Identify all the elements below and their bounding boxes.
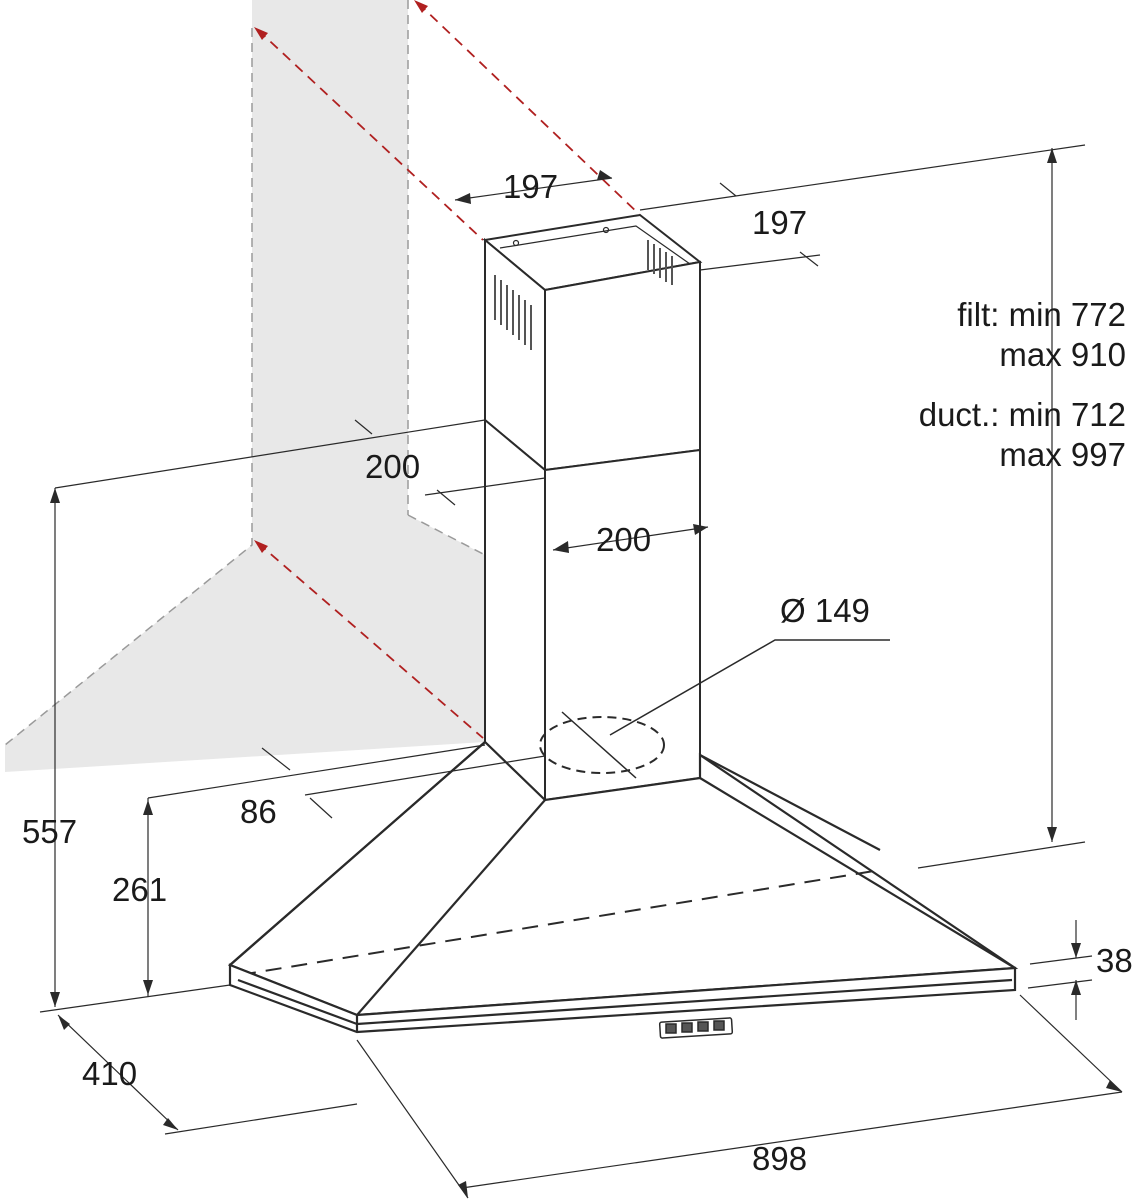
label-chimney-top-width: 197 bbox=[503, 168, 559, 205]
outlet-diameter-line bbox=[561, 711, 637, 779]
outlet-ellipse bbox=[539, 716, 665, 774]
label-chimney-lower-width: 200 bbox=[596, 521, 652, 558]
height-note-filter-line2: max 910 bbox=[999, 336, 1126, 374]
chimney-upper bbox=[482, 213, 703, 473]
dimension-lines bbox=[39, 144, 1123, 1199]
dimension-arrows bbox=[50, 148, 1122, 1198]
wall-background bbox=[5, 0, 485, 772]
control-panel bbox=[658, 1017, 734, 1039]
label-chimney-top-depth: 197 bbox=[752, 204, 808, 241]
height-note-duct: duct.: min 712 max 997 bbox=[919, 395, 1126, 476]
label-chimney-lower-depth: 200 bbox=[365, 448, 421, 485]
label-canopy-height: 261 bbox=[112, 871, 168, 908]
chimney-top-opening bbox=[499, 225, 691, 265]
label-depth: 410 bbox=[82, 1055, 138, 1092]
canopy-back-dashed bbox=[239, 869, 881, 976]
wall-edge bbox=[4, 28, 253, 746]
height-note-filter: filt: min 772 max 910 bbox=[957, 295, 1126, 376]
label-outlet-diameter: Ø 149 bbox=[780, 592, 870, 629]
label-width: 898 bbox=[752, 1140, 808, 1177]
vent-slots-left bbox=[494, 275, 532, 350]
height-note-filter-line1: filt: min 772 bbox=[957, 296, 1126, 333]
red-arrow-heads bbox=[254, 0, 428, 553]
height-note-duct-line1: duct.: min 712 bbox=[918, 396, 1126, 433]
label-wall-offset: 86 bbox=[240, 793, 277, 830]
outlet-leader bbox=[609, 639, 890, 736]
height-note-duct-line2: max 997 bbox=[999, 436, 1126, 474]
vent-slots-right bbox=[647, 240, 673, 285]
label-hood-edge-height: 38 bbox=[1096, 942, 1133, 979]
chimney-lower bbox=[484, 417, 701, 803]
label-total-height: 557 bbox=[22, 813, 78, 850]
